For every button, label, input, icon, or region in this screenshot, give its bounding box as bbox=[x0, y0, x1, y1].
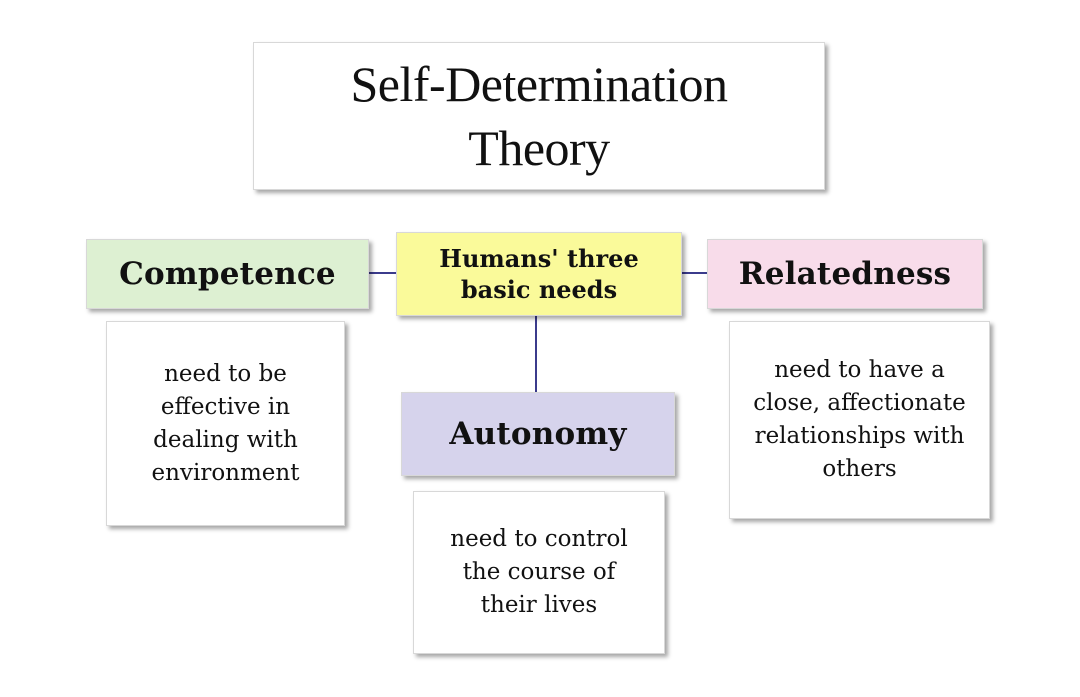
relatedness-label: Relatedness bbox=[738, 256, 952, 292]
title-line-2: Theory bbox=[468, 120, 610, 176]
description-line: close, affectionate bbox=[753, 390, 966, 416]
description-line: their lives bbox=[480, 592, 598, 618]
description-line: dealing with bbox=[153, 426, 298, 453]
description-line: environment bbox=[151, 459, 300, 486]
connector-center-relatedness bbox=[682, 272, 707, 274]
description-line: need to be bbox=[164, 360, 287, 387]
relatedness-description-box: need to have a close, affectionate relat… bbox=[729, 321, 990, 519]
competence-box: Competence bbox=[86, 239, 369, 309]
connector-center-competence bbox=[369, 272, 396, 274]
competence-description-box: need to be effective in dealing with env… bbox=[106, 321, 345, 526]
description-line: need to control bbox=[450, 526, 628, 552]
center-line-1: Humans' three bbox=[439, 244, 639, 273]
connector-center-autonomy bbox=[535, 316, 537, 392]
competence-label: Competence bbox=[119, 256, 336, 292]
description-line: others bbox=[822, 456, 897, 482]
description-line: relationships with bbox=[754, 423, 965, 449]
center-line-2: basic needs bbox=[460, 275, 618, 304]
autonomy-description-box: need to control the course of their live… bbox=[413, 491, 665, 654]
relatedness-box: Relatedness bbox=[707, 239, 983, 309]
center-box: Humans' three basic needs bbox=[396, 232, 682, 316]
title-line-1: Self-Determination bbox=[350, 56, 729, 112]
autonomy-label: Autonomy bbox=[449, 416, 627, 452]
autonomy-box: Autonomy bbox=[401, 392, 675, 476]
description-line: need to have a bbox=[774, 357, 945, 383]
title-box: Self-Determination Theory bbox=[253, 42, 825, 190]
description-line: the course of bbox=[462, 559, 616, 585]
description-line: effective in bbox=[160, 393, 291, 420]
